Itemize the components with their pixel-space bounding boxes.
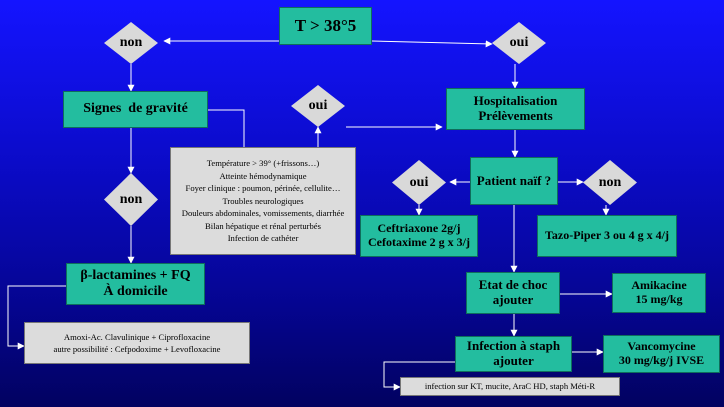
- severity-criteria-note: Température > 39° (+frissons…) Atteinte …: [170, 147, 356, 255]
- severity-signs-node: Signes de gravité: [63, 91, 208, 128]
- vancomycine-line-1: Vancomycine: [627, 339, 696, 354]
- decision-oui-right: oui: [392, 160, 446, 205]
- decision-non-top: non: [104, 22, 158, 64]
- naive-patient-node: Patient naïf ?: [470, 157, 558, 205]
- criteria-line-3: Foyer clinique : poumon, périnée, cellul…: [185, 183, 341, 194]
- ceftriaxone-line-1: Ceftriaxone 2g/j: [377, 221, 461, 236]
- outpatient-line-1: Amoxi-Ac. Clavulinique + Ciprofloxacine: [63, 331, 211, 342]
- staph-examples-note: infection sur KT, mucite, AraC HD, staph…: [400, 377, 620, 396]
- staph-line-1: Infection à staph: [466, 338, 561, 354]
- vancomycine-line-2: 30 mg/kg/j IVSE: [618, 353, 705, 367]
- hospitalisation-line-2: Prélèvements: [478, 108, 553, 123]
- decision-oui-top-label: oui: [509, 35, 529, 50]
- criteria-line-5: Douleurs abdominales, vomissements, diar…: [181, 208, 345, 219]
- criteria-line-7: Infection de cathéter: [227, 233, 299, 244]
- decision-non-right-label: non: [598, 174, 622, 190]
- staph-examples-label: infection sur KT, mucite, AraC HD, staph…: [424, 381, 596, 392]
- shock-node: Etat de choc ajouter: [466, 272, 560, 314]
- amikacine-line-1: Amikacine: [631, 278, 687, 293]
- decision-non-right: non: [583, 160, 637, 205]
- staph-line-2: ajouter: [493, 353, 534, 368]
- hospitalisation-node: Hospitalisation Prélèvements: [446, 88, 585, 130]
- decision-oui-right-label: oui: [409, 174, 429, 190]
- tazo-node: Tazo-Piper 3 ou 4 g x 4/j: [537, 215, 677, 257]
- criteria-line-1: Température > 39° (+frissons…): [206, 158, 320, 169]
- arrow-fever-to-oui: [371, 40, 493, 48]
- shock-line-2: ajouter: [492, 292, 534, 307]
- decision-non-top-label: non: [119, 35, 143, 50]
- vancomycine-node: Vancomycine 30 mg/kg/j IVSE: [603, 335, 720, 373]
- amikacine-line-2: 15 mg/kg: [635, 292, 683, 306]
- decision-oui-mid-label: oui: [308, 98, 328, 113]
- severity-signs-label: Signes de gravité: [83, 101, 188, 117]
- ceftriaxone-node: Ceftriaxone 2g/j Cefotaxime 2 g x 3/j: [360, 215, 478, 257]
- decision-non-left: non: [104, 173, 158, 226]
- decision-non-left-label: non: [119, 191, 143, 207]
- criteria-line-6: Bilan hépatique et rénal perturbés: [205, 220, 321, 231]
- tazo-label: Tazo-Piper 3 ou 4 g x 4/j: [544, 228, 669, 243]
- outpatient-line-2: autre possibilité : Cefpodoxime + Levofl…: [53, 344, 221, 354]
- criteria-line-2: Atteinte hémodynamique: [219, 170, 307, 181]
- outpatient-note: Amoxi-Ac. Clavulinique + Ciprofloxacine …: [24, 322, 250, 364]
- decision-oui-mid: oui: [291, 85, 345, 127]
- staph-node: Infection à staph ajouter: [455, 336, 572, 372]
- fever-node: T > 38°5: [279, 7, 372, 45]
- arrow-lactamines-to-outpatient: [7, 285, 66, 350]
- amikacine-node: Amikacine 15 mg/kg: [612, 273, 706, 313]
- lactamines-line-1: β-lactamines + FQ: [80, 267, 191, 283]
- lactamines-node: β-lactamines + FQ À domicile: [66, 263, 205, 305]
- decision-oui-top: oui: [492, 22, 546, 64]
- shock-line-1: Etat de choc: [478, 277, 548, 293]
- arrow-staph-to-examples: [383, 361, 455, 391]
- hospitalisation-line-1: Hospitalisation: [473, 93, 558, 109]
- fever-label: T > 38°5: [294, 16, 357, 36]
- criteria-line-4: Troubles neurologiques: [222, 195, 304, 206]
- ceftriaxone-line-2: Cefotaxime 2 g x 3/j: [368, 235, 470, 249]
- lactamines-line-2: À domicile: [103, 284, 168, 299]
- naive-patient-label: Patient naïf ?: [476, 172, 552, 188]
- line-signs-to-criteria: [208, 109, 245, 147]
